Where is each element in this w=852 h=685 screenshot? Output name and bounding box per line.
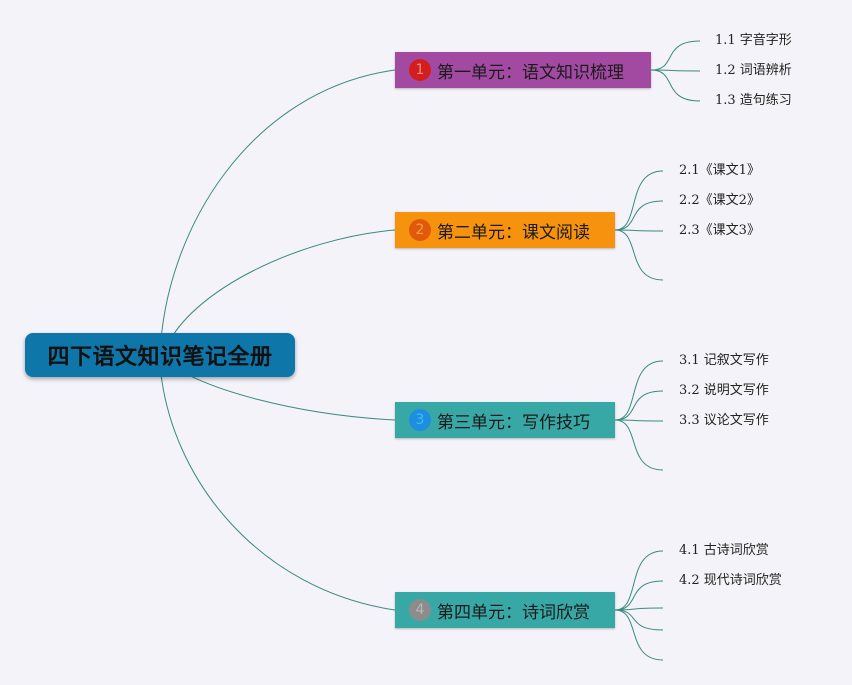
leaf-node[interactable]: 3.3 议论文写作 <box>679 413 769 428</box>
root-to-unit-1-line <box>159 69 396 356</box>
leaf-node[interactable]: 2.2《课文2》 <box>679 193 760 208</box>
unit-3-leaf-4-line <box>614 419 664 471</box>
unit-1-leaf-1-line <box>650 40 701 71</box>
branch-label: 第一单元：语文知识梳理 <box>437 62 624 83</box>
root-node[interactable]: 四下语文知识笔记全册 <box>25 333 295 377</box>
unit-2-leaf-1-line <box>614 170 664 231</box>
unit-2-leaf-3-line <box>614 229 664 232</box>
unit-4-leaf-4-line <box>614 609 664 631</box>
unit-4-leaf-2-line <box>614 580 664 611</box>
unit-2-leaf-4-line <box>614 229 664 281</box>
unit-1-leaf-2-line <box>650 69 701 72</box>
unit-3-leaf-1-line <box>614 360 664 421</box>
leaf-node[interactable]: 4.2 现代诗词欣赏 <box>679 573 782 588</box>
unit-1-leaf-3-line <box>650 69 701 102</box>
leaf-node[interactable]: 1.1 字音字形 <box>715 33 792 48</box>
leaf-node[interactable]: 4.1 古诗词欣赏 <box>679 543 769 558</box>
unit-4-leaf-3-line <box>614 607 664 611</box>
leaf-node[interactable]: 1.2 词语辨析 <box>715 63 792 78</box>
leaf-node[interactable]: 2.3《课文3》 <box>679 223 760 238</box>
number-badge-3: 3 <box>409 409 431 431</box>
unit-3-leaf-2-line <box>614 390 664 421</box>
branch-unit-2[interactable]: 2 第二单元：课文阅读 <box>395 212 615 248</box>
branch-label: 第三单元：写作技巧 <box>437 412 590 433</box>
root-label: 四下语文知识笔记全册 <box>47 345 273 370</box>
leaf-node[interactable]: 1.3 造句练习 <box>715 93 792 108</box>
leaf-node[interactable]: 3.2 说明文写作 <box>679 383 769 398</box>
unit-3-leaf-3-line <box>614 419 664 422</box>
branch-label: 第四单元：诗词欣赏 <box>437 602 590 623</box>
branch-unit-4[interactable]: 4 第四单元：诗词欣赏 <box>395 592 615 628</box>
unit-4-leaf-1-line <box>614 550 664 611</box>
number-badge-2: 2 <box>409 219 431 241</box>
leaf-node[interactable]: 2.1《课文1》 <box>679 163 760 178</box>
root-to-unit-2-line <box>164 229 396 351</box>
unit-2-leaf-2-line <box>614 200 664 231</box>
unit-4-leaf-5-line <box>614 609 664 661</box>
root-to-unit-4-line <box>159 364 396 611</box>
number-badge-4: 4 <box>409 599 431 621</box>
leaf-node[interactable]: 3.1 记叙文写作 <box>679 353 769 368</box>
number-badge-1: 1 <box>409 59 431 81</box>
branch-label: 第二单元：课文阅读 <box>437 222 590 243</box>
branch-unit-1[interactable]: 1 第一单元：语文知识梳理 <box>395 52 651 88</box>
branch-unit-3[interactable]: 3 第三单元：写作技巧 <box>395 402 615 438</box>
